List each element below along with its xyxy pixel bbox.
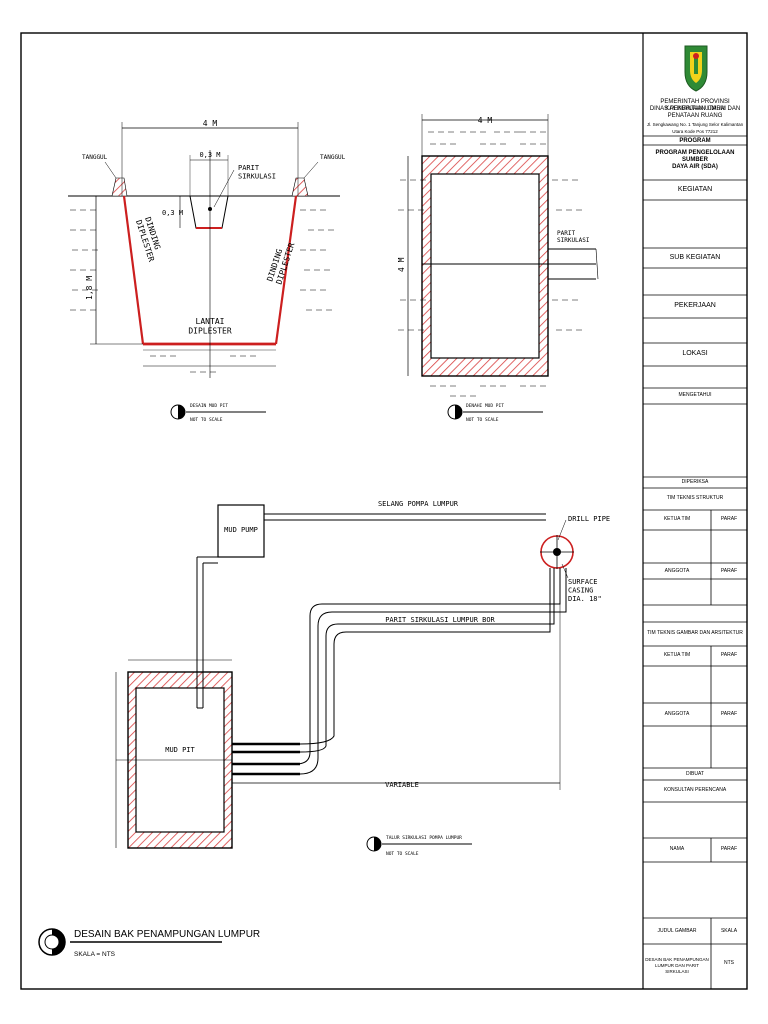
trench-width-label: 0,3 M (199, 151, 220, 159)
wall-right-label: DINDINGDIPLESTER (265, 238, 296, 285)
section-width-label: 4 M (203, 119, 218, 128)
section-depth-label: 1,8 M (85, 276, 94, 300)
ketua-tim-2-label: KETUA TIM (663, 652, 691, 658)
anggota-2-label: ANGGOTA (664, 711, 690, 717)
konsultan-label: KONSULTAN PERENCANA (663, 787, 727, 793)
ketua-tim-1-label: KETUA TIM (663, 516, 691, 522)
wall-left-label: DINDINGDIPLESTER (134, 216, 165, 263)
paraf-3-label: PARAF (720, 652, 738, 658)
plan-width-label: 4 M (478, 116, 493, 125)
tim-gambar-label: TIM TEKNIS GAMBAR DAN ARSITEKTUR (647, 630, 743, 636)
mud-pit-label: MUD PIT (165, 746, 195, 754)
hose-label: SELANG POMPA LUMPUR (378, 500, 459, 508)
gov-line3: PENATAAN RUANG (667, 113, 723, 119)
judul-gambar-label: JUDUL GAMBAR (657, 928, 697, 934)
gov-line1: PEMERINTAH PROVINSI KALIMANTAN UTARA (660, 99, 730, 112)
section-caption-title: DESAIN MUD PIT (190, 403, 228, 409)
government-logo (684, 45, 708, 92)
tanggul-right-label: TANGGUL (320, 154, 346, 161)
section-mud-pit (68, 122, 340, 378)
tanggul-left-label: TANGGUL (82, 154, 108, 161)
paraf-4-label: PARAF (720, 711, 738, 717)
layout-plan (115, 504, 574, 849)
drawing-title: DESAIN BAK PENAMPUNGAN LUMPUR (74, 929, 260, 940)
kegiatan-label: KEGIATAN (677, 186, 713, 193)
gov-address: Jl. Sengkawang No. 1 Tanjung Selor Kalim… (646, 122, 744, 134)
skala-label: SKALA (720, 928, 738, 934)
layout-caption-symbol (366, 836, 472, 852)
plan-caption-symbol (447, 404, 543, 420)
variable-label: VARIABLE (385, 781, 419, 789)
plan-mud-pit (397, 114, 599, 397)
paraf-1-label: PARAF (720, 516, 738, 522)
tim-struktur-label: TIM TEKNIS STRUKTUR (666, 495, 724, 501)
diperiksa-label: DIPERIKSA (681, 479, 709, 485)
program-header: PROGRAM (679, 138, 711, 144)
mud-pump-label: MUD PUMP (224, 526, 258, 534)
nama-label: NAMA (669, 846, 685, 852)
channel-label: PARIT SIRKULASI LUMPUR BOR (385, 616, 495, 624)
drill-pipe-label: DRILL PIPE (568, 515, 610, 523)
title-symbol (38, 928, 222, 956)
paraf-2-label: PARAF (720, 568, 738, 574)
plan-height-label: 4 M (397, 257, 406, 272)
sub-kegiatan-label: SUB KEGIATAN (669, 254, 721, 261)
layout-caption-scale: NOT TO SCALE (386, 851, 419, 857)
mengetahui-label: MENGETAHUI (678, 392, 712, 398)
skala-value: NTS (724, 960, 734, 966)
lokasi-label: LOKASI (682, 350, 708, 357)
layout-caption-title: TALUR SIRKULASI POMPA LUMPUR (386, 835, 462, 841)
program-value: PROGRAM PENGELOLAAN SUMBER DAYA AIR (SDA… (655, 150, 735, 170)
sheet-border (20, 32, 748, 990)
judul-gambar-value: DESAIN BAK PENAMPUNGAN LUMPUR DAN PARIT … (645, 957, 709, 974)
section-caption-symbol (170, 404, 266, 420)
anggota-1-label: ANGGOTA (664, 568, 690, 574)
drawing-scale: SKALA = NTS (74, 951, 116, 958)
pekerjaan-label: PEKERJAAN (674, 302, 716, 309)
paraf-5-label: PARAF (720, 846, 738, 852)
dibuat-label: DIBUAT (686, 771, 704, 777)
title-block-grid (643, 135, 747, 989)
trench-depth-label: 0,3 M (162, 209, 183, 217)
plan-caption-scale: NOT TO SCALE (466, 417, 499, 423)
plan-caption-title: DENAHI MUD PIT (466, 403, 504, 409)
section-caption-scale: NOT TO SCALE (190, 417, 223, 423)
gov-line2: DINAS PEKERJAAN UMUM DAN (649, 106, 741, 112)
